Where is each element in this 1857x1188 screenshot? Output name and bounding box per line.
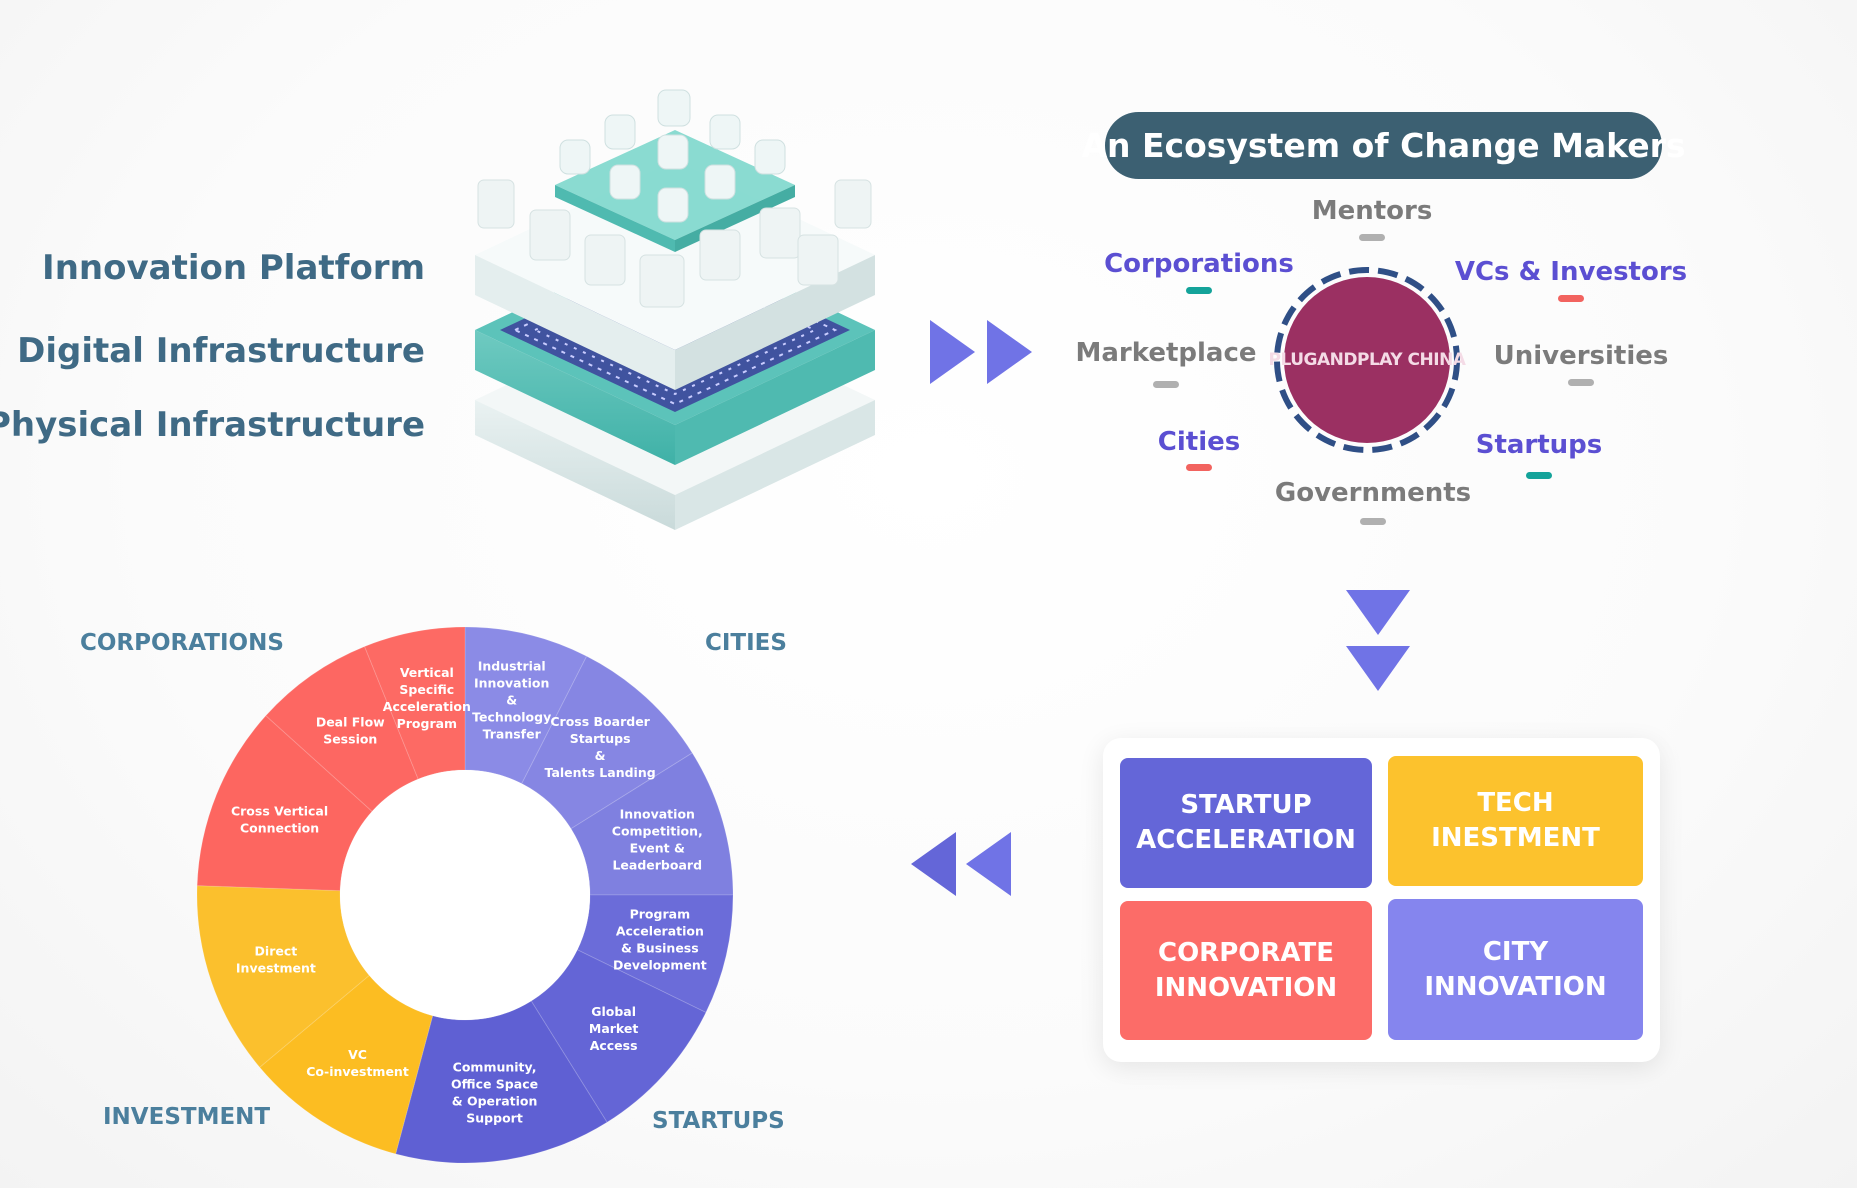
platform-stack-illustration — [475, 89, 875, 530]
down-arrows-icon — [1346, 590, 1410, 691]
ecosystem-node-universities: Universities — [1493, 341, 1669, 371]
back-arrows-icon — [911, 832, 1011, 896]
services-grid: STARTUP ACCELERATION TECH INESTMENT CORP… — [1103, 738, 1660, 1062]
tile-startup-acceleration: STARTUP ACCELERATION — [1120, 758, 1372, 888]
ecosystem-node-dash — [1153, 381, 1179, 388]
tile-city-innovation: CITY INNOVATION — [1388, 899, 1643, 1040]
donut-hole — [340, 770, 590, 1020]
forward-arrows-icon — [930, 320, 1032, 384]
ecosystem-title: An Ecosystem of Change Makers — [1081, 112, 1686, 179]
tile-corporate-innovation: CORPORATE INNOVATION — [1120, 901, 1372, 1040]
ecosystem-node-vcs-investors: VCs & Investors — [1454, 257, 1688, 287]
ecosystem-node-marketplace: Marketplace — [1075, 338, 1257, 368]
category-cities: CITIES — [705, 630, 787, 656]
label-digital-infrastructure: Digital Infrastructure — [17, 331, 425, 371]
ecosystem-node-startups: Startups — [1475, 430, 1603, 460]
tile-tech-investment: TECH INESTMENT — [1388, 756, 1643, 886]
category-corporations: CORPORATIONS — [80, 630, 284, 656]
ecosystem-node-cities: Cities — [1157, 427, 1241, 457]
ecosystem-node-dash — [1526, 472, 1552, 479]
plug-and-play-china-logo: PLUGANDPLAY CHINA — [1269, 277, 1466, 443]
ecosystem-node-governments: Governments — [1274, 478, 1472, 508]
label-physical-infrastructure: Physical Infrastructure — [0, 405, 425, 445]
ecosystem-node-dash — [1186, 287, 1212, 294]
plate-pins — [559, 89, 786, 223]
ecosystem-node-dash — [1360, 518, 1386, 525]
logo-dashed-ring — [1274, 267, 1460, 453]
ecosystem-node-dash — [1186, 464, 1212, 471]
category-investment: INVESTMENT — [103, 1104, 271, 1130]
ecosystem-node-dash — [1558, 295, 1584, 302]
ecosystem-node-dash — [1568, 379, 1594, 386]
ecosystem-node-corporations: Corporations — [1104, 249, 1294, 279]
label-innovation-platform: Innovation Platform — [42, 248, 425, 288]
module-cubes — [477, 179, 872, 308]
category-startups: STARTUPS — [652, 1108, 785, 1134]
ecosystem-node-mentors: Mentors — [1311, 196, 1433, 226]
ecosystem-node-dash — [1359, 234, 1385, 241]
